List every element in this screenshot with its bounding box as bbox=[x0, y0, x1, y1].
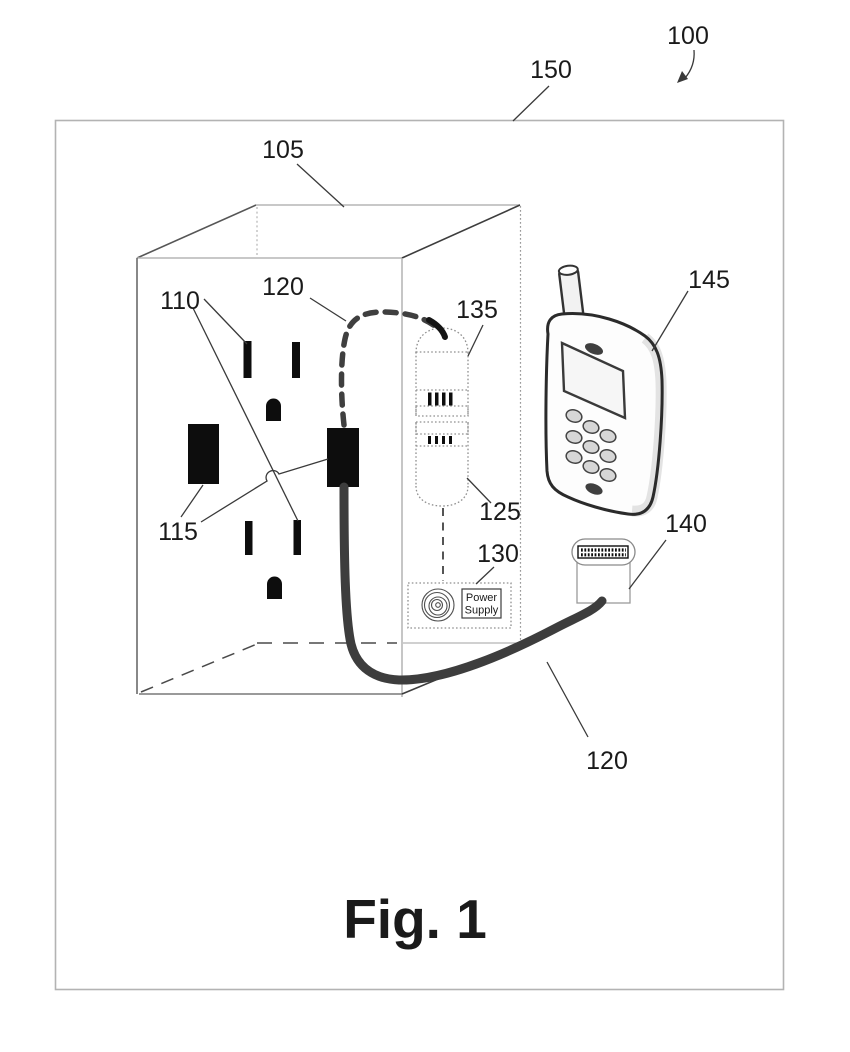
plug-module-right bbox=[327, 428, 359, 487]
coil-icon bbox=[421, 588, 455, 622]
leader-lines bbox=[180, 49, 695, 738]
ref-label-110: 110 bbox=[160, 287, 200, 315]
system-boundary-box bbox=[54, 119, 785, 991]
cell-phone bbox=[544, 264, 667, 517]
power-supply-module: Power Supply bbox=[407, 582, 512, 629]
ref-label-145: 145 bbox=[688, 266, 730, 294]
ref-label-140: 140 bbox=[665, 510, 707, 538]
phone-body-outline bbox=[544, 312, 664, 516]
ref-label-135: 135 bbox=[456, 296, 498, 324]
phone-keypad bbox=[565, 409, 617, 482]
dashed-cord-upper bbox=[338, 309, 439, 428]
solid-cord-lower bbox=[339, 482, 607, 685]
outlet-slot-lower-right bbox=[293, 520, 301, 555]
ref-label-150: 150 bbox=[530, 56, 572, 84]
lower-capsule-vents bbox=[428, 436, 452, 444]
ref-label-120-top: 120 bbox=[262, 273, 304, 301]
plug-module-left bbox=[188, 424, 219, 484]
phone-screen bbox=[560, 341, 627, 420]
cord-end-hook bbox=[426, 317, 448, 340]
ref-label-100: 100 bbox=[667, 22, 709, 50]
connector-body bbox=[576, 561, 631, 604]
upper-capsule-dome bbox=[415, 327, 469, 354]
assembly-arrow bbox=[684, 49, 695, 79]
power-supply-label-line1: Power bbox=[466, 592, 498, 604]
outlet-slot-upper-left bbox=[243, 341, 252, 378]
outlet-slot-upper-right bbox=[292, 342, 300, 378]
outlet-ground-lower bbox=[267, 576, 282, 599]
detector-capsules bbox=[415, 327, 469, 581]
usb-connector bbox=[571, 538, 636, 604]
wall-outlet bbox=[188, 341, 359, 599]
ref-label-130: 130 bbox=[477, 540, 519, 568]
ref-label-105: 105 bbox=[262, 136, 304, 164]
power-cords bbox=[338, 309, 607, 685]
ref-label-125: 125 bbox=[479, 498, 521, 526]
lower-capsule-dome bbox=[415, 485, 469, 507]
reference-labels: 100 150 105 110 115 120 120 125 130 135 … bbox=[158, 22, 730, 775]
upper-capsule-band bbox=[415, 405, 469, 417]
figure-caption: Fig. 1 bbox=[343, 888, 487, 950]
ref-label-120-bottom: 120 bbox=[586, 747, 628, 775]
outlet-slot-lower-left bbox=[245, 521, 253, 555]
upper-capsule-vents bbox=[428, 392, 453, 406]
ref-label-115: 115 bbox=[158, 518, 198, 546]
power-supply-box bbox=[461, 588, 502, 619]
outlet-ground-upper bbox=[266, 398, 281, 421]
assembly-arrowhead bbox=[677, 71, 688, 83]
power-supply-label-line2: Supply bbox=[465, 605, 499, 617]
lower-capsule-band bbox=[415, 421, 469, 435]
phone-mic bbox=[585, 483, 603, 495]
phone-speaker bbox=[584, 343, 604, 355]
